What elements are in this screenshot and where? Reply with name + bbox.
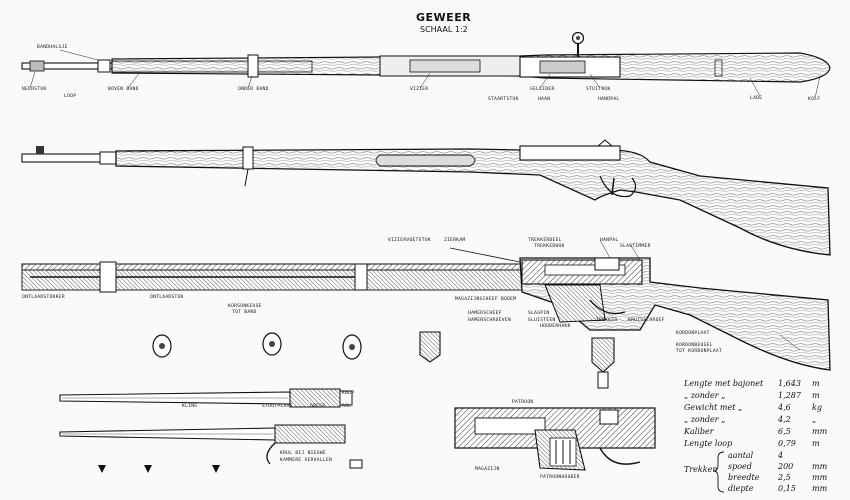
label-slagpin: SLAGPIN: [528, 311, 550, 316]
spec-trekken-label: aantal: [728, 451, 754, 460]
spec-value: 0,79: [778, 439, 796, 448]
spec-trekken-label: spoed: [728, 462, 752, 471]
spec-trekken-unit: mm: [812, 473, 828, 482]
spec-trekken-unit: mm: [812, 484, 828, 493]
label-patroonhouder: PATROONHOUDER: [540, 475, 580, 480]
label-geleider: GELEIDER: [530, 87, 555, 92]
label-krul-note-2: KAMMERE VERVALLEN: [280, 458, 333, 463]
label-trekkerdeel: TREKKERDEEL: [528, 238, 562, 243]
label-handpal: HANDPAL: [598, 97, 620, 102]
spec-unit: mm: [812, 427, 828, 436]
label-haan: HAAN: [538, 97, 551, 102]
spec-unit: m: [812, 379, 820, 388]
label-kling: KLING: [182, 404, 198, 409]
spec-value: 1,287: [778, 391, 801, 400]
label-korsonkeuse: KORSONKEUSE: [228, 304, 262, 309]
spec-trekken-value: 4: [778, 451, 784, 460]
spec-trekken-label: Trekken: [684, 465, 718, 474]
label-krul-note-1: KRUL BIJ NIEUWE: [280, 451, 326, 456]
label-knop: KNOP: [342, 391, 355, 396]
rifle-top-view: [21, 31, 831, 83]
spec-label: Lengte loop: [684, 439, 733, 448]
label-greep: GREEP: [310, 404, 326, 409]
spec-value: 6,5: [778, 427, 791, 436]
label-hanpal: HANPAL: [600, 238, 619, 243]
spec-unit: „: [812, 415, 817, 424]
spec-value: 4,6: [778, 403, 791, 412]
label-kordonbeugel: KORDONBEUGEL: [676, 343, 713, 348]
spec-trekken-value: 2,5: [778, 473, 791, 482]
label-stuitnok: STUITNOK: [586, 87, 611, 92]
spec-trekken-label: breedte: [728, 473, 760, 482]
label-stootplaat: STOOTPLAAT: [262, 404, 293, 409]
label-sluiter: SLUISTEEN: [528, 318, 556, 323]
spec-trekken-unit: mm: [812, 462, 828, 471]
label-ontlaadstokker: ONTLAADSTOKKER: [22, 295, 65, 300]
spec-trekken-value: 0,15: [778, 484, 796, 493]
label-kordonplaat: KORDONPLAAT: [676, 331, 710, 336]
label-vizier: VIZIER: [410, 87, 429, 92]
spec-label: „ zonder „: [684, 391, 726, 400]
label-rol: ROL: [342, 404, 352, 409]
action-cutaway: [454, 407, 656, 471]
label-neerstuk: NEERSTUK: [22, 87, 47, 92]
label-kruisschroef: KRUISSCHROEF: [628, 318, 665, 323]
label-magazijn-bodem: MAGAZIJNSCHEEF BODEM: [455, 297, 517, 302]
rifle-section-view: [21, 247, 831, 371]
spec-value: 4,2: [778, 415, 791, 424]
label-slagtimmer: SLAGTIMMER: [620, 244, 651, 249]
spec-trekken-value: 200: [778, 462, 794, 471]
diagram-title: GEWEER: [416, 11, 472, 24]
spec-label: Lengte met bajonet: [684, 379, 764, 388]
label-hamer-gewerd: HAMERSCHROEVEN: [468, 318, 511, 323]
spec-value: 1,643: [778, 379, 801, 388]
spec-unit: kg: [812, 403, 822, 412]
spec-label: „ zonder „: [684, 415, 726, 424]
label-trekker: TREKKER: [596, 318, 618, 323]
label-bovenband: BOVEN BAND: [108, 87, 139, 92]
bayonet-drawings: [59, 388, 363, 473]
label-vizierstuk: VIZIERVOETSTUK: [388, 238, 431, 243]
detail-parts: [152, 331, 615, 389]
spec-unit: m: [812, 391, 820, 400]
label-loop: LOOP: [64, 94, 77, 99]
label-patroon: PATROON: [512, 400, 534, 405]
label-lade: LADE: [750, 96, 763, 101]
label-staartstuk: STAARTSTUK: [488, 97, 519, 102]
spec-unit: m: [812, 439, 820, 448]
spec-label: Kaliber: [684, 427, 714, 436]
label-magazijn: MAGAZIJN: [475, 467, 500, 472]
label-ontlaadstok: ONTLAADSTOK: [150, 295, 184, 300]
label-totband: TOT BAND: [232, 310, 257, 315]
label-onderband: ONDER BAND: [238, 87, 269, 92]
spec-trekken-label: diepte: [728, 484, 754, 493]
spec-label: Gewicht met „: [684, 403, 743, 412]
label-trekkerhok: TREKKERHOK: [534, 244, 565, 249]
label-zierkam: ZIERKAM: [444, 238, 466, 243]
label-sluiterhouder: HOUDERHAKK: [540, 324, 571, 329]
diagram-scale: SCHAAL 1:2: [420, 25, 468, 34]
label-bandhalsje: BANDHALSJE: [37, 45, 68, 50]
label-totkordon: TOT KORDONPLAAT: [676, 349, 722, 354]
label-hamer: HAMERSCHEEF: [468, 311, 502, 316]
rifle-side-view: [21, 139, 831, 256]
label-kolf: KOLF: [808, 97, 821, 102]
leader-lines: [29, 49, 821, 351]
